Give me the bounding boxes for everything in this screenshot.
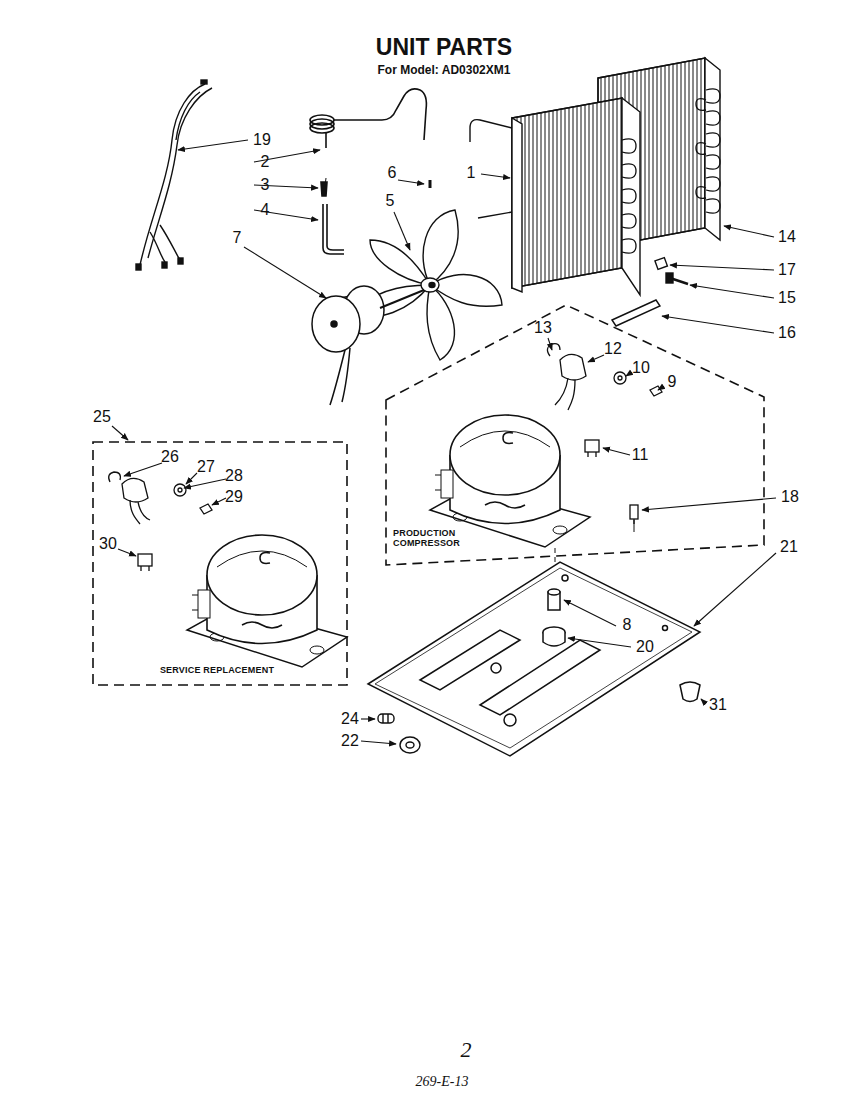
- callout-number: 4: [261, 201, 270, 218]
- callout-number: 8: [623, 616, 632, 633]
- label-anchor: 6: [388, 164, 397, 182]
- callout-number: 21: [780, 538, 798, 555]
- callout-number: 30: [99, 535, 117, 552]
- label-anchor: 31: [709, 696, 727, 714]
- callout-number: 5: [386, 192, 395, 209]
- callout-number: 28: [225, 467, 243, 484]
- label-anchor: 22: [341, 732, 359, 750]
- callout-number: 13: [534, 319, 552, 336]
- callout-number: 18: [781, 488, 799, 505]
- title-anchor: UNIT PARTS: [376, 34, 512, 61]
- label-anchor: 29: [225, 488, 243, 506]
- label-anchor: 10: [632, 359, 650, 377]
- label-anchor: 7: [233, 229, 242, 247]
- label-anchor: 21: [780, 538, 798, 556]
- label-anchor: 24: [341, 710, 359, 728]
- callout-number: 29: [225, 488, 243, 505]
- dashed-border: [386, 305, 764, 565]
- label-anchor: 27: [197, 458, 215, 476]
- label-anchor: 2: [261, 153, 270, 171]
- callout-number: 9: [668, 373, 677, 390]
- callout-number: 24: [341, 710, 359, 727]
- label-anchor: 16: [778, 324, 796, 342]
- label-anchor: 1: [467, 164, 476, 182]
- callout-number: 7: [233, 229, 242, 246]
- callout-number: 20: [636, 638, 654, 655]
- diagram-title: UNIT PARTS: [376, 34, 512, 60]
- dashed-border: [93, 442, 347, 685]
- label-anchor: 15: [778, 289, 796, 307]
- callout-number: 15: [778, 289, 796, 306]
- callout-number: 10: [632, 359, 650, 376]
- callout-number: 12: [604, 340, 622, 357]
- label-anchor: 11: [632, 446, 649, 464]
- label-anchor: 2: [461, 1037, 472, 1063]
- label-anchor: 5: [386, 192, 395, 210]
- callout-number: 3: [261, 176, 270, 193]
- callout-number: 16: [778, 324, 796, 341]
- callout-number: 1: [467, 164, 476, 181]
- label-anchor: 14: [778, 228, 796, 246]
- group-label: SERVICE REPLACEMENT: [92, 665, 342, 675]
- label-anchor: 20: [636, 638, 654, 656]
- callout-number: 26: [161, 448, 179, 465]
- label-anchor: 4: [261, 201, 270, 219]
- page-number: 2: [461, 1037, 472, 1062]
- callout-number: 22: [341, 732, 359, 749]
- label-anchor: 13: [534, 319, 552, 337]
- callout-number: 11: [632, 446, 649, 463]
- model-subtitle: For Model: AD0302XM1: [378, 63, 511, 77]
- label-anchor: 9: [668, 373, 677, 391]
- dashed-outline: [92, 441, 348, 686]
- label-anchor: 25: [93, 408, 111, 426]
- callout-number: 31: [709, 696, 727, 713]
- group-label: PRODUCTION COMPRESSOR: [393, 528, 473, 549]
- callout-number: 19: [253, 131, 271, 148]
- label-anchor: For Model: AD0302XM1: [378, 60, 511, 78]
- callout-number: 6: [388, 164, 397, 181]
- label-anchor: 19: [253, 131, 271, 149]
- label-anchor: 30: [99, 535, 117, 553]
- label-anchor: 12: [604, 340, 622, 358]
- callout-number: 17: [778, 261, 796, 278]
- callout-number: 27: [197, 458, 215, 475]
- production-compressor-group: PRODUCTION COMPRESSOR: [384, 302, 768, 568]
- service-replacement-group: SERVICE REPLACEMENT: [92, 441, 348, 686]
- label-anchor: 26: [161, 448, 179, 466]
- label-anchor: 8: [623, 616, 632, 634]
- label-anchor: 28: [225, 467, 243, 485]
- callout-number: 2: [261, 153, 270, 170]
- callout-number: 25: [93, 408, 111, 425]
- label-anchor: 17: [778, 261, 796, 279]
- callout-number: 14: [778, 228, 796, 245]
- label-anchor: 269-E-13: [416, 1072, 469, 1090]
- label-anchor: 18: [781, 488, 799, 506]
- drawing-code: 269-E-13: [416, 1074, 469, 1089]
- label-anchor: 3: [261, 176, 270, 194]
